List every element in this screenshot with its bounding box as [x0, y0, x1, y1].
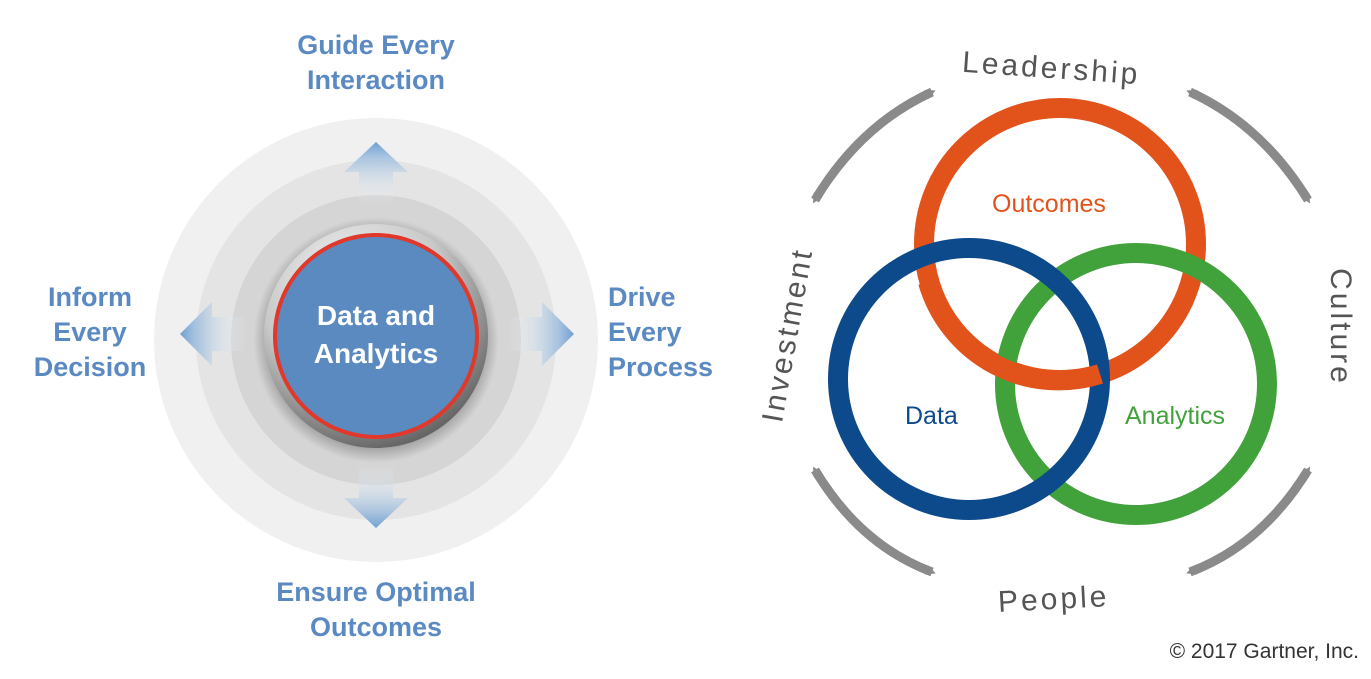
bottom-label-line: Ensure Optimal — [276, 577, 476, 607]
right-label-line: Process — [608, 352, 714, 382]
bottom-label: Ensure Optimal Outcomes — [236, 575, 516, 645]
data-label: Data — [905, 402, 958, 430]
right-label-line: Every — [608, 317, 682, 347]
arrow-up-icon — [344, 142, 408, 205]
left-label-line: Inform — [48, 282, 132, 312]
right-label-line: Drive — [608, 282, 676, 312]
bottom-label-line: Outcomes — [309, 612, 443, 642]
left-target-graphic — [154, 118, 598, 562]
double-arrow-bottom-left-icon — [811, 466, 936, 577]
outcomes-label: Outcomes — [992, 190, 1106, 218]
double-arrow-bottom-right-icon — [1186, 466, 1312, 577]
people-label: People — [997, 580, 1111, 619]
center-label-line: Data and — [316, 300, 436, 331]
arrow-down-icon — [344, 465, 408, 528]
outcomes-weave-arc — [918, 279, 1104, 391]
double-arrow-top-left-icon — [811, 87, 936, 204]
copyright-text: © 2017 Gartner, Inc. — [1169, 640, 1359, 663]
top-label-line: Guide Every — [297, 30, 455, 60]
center-disc — [273, 233, 479, 439]
venn-diagram — [828, 98, 1277, 525]
double-arrow-top-right-icon — [1186, 87, 1312, 204]
center-label-line: Analytics — [313, 338, 439, 369]
right-label: Drive Every Process — [608, 280, 748, 385]
left-label-line: Every — [53, 317, 127, 347]
left-label-line: Decision — [33, 352, 147, 382]
top-label: Guide Every Interaction — [256, 28, 496, 98]
top-label-line: Interaction — [306, 65, 446, 95]
center-label: Data and Analytics — [276, 297, 476, 373]
surround-arrows — [811, 87, 1312, 577]
analytics-circle — [995, 243, 1277, 525]
left-label: Inform Every Decision — [0, 280, 180, 385]
analytics-label: Analytics — [1125, 402, 1226, 430]
arrow-left-icon — [180, 302, 246, 366]
arrow-right-icon — [508, 302, 574, 366]
culture-label: Culture — [1323, 268, 1357, 386]
